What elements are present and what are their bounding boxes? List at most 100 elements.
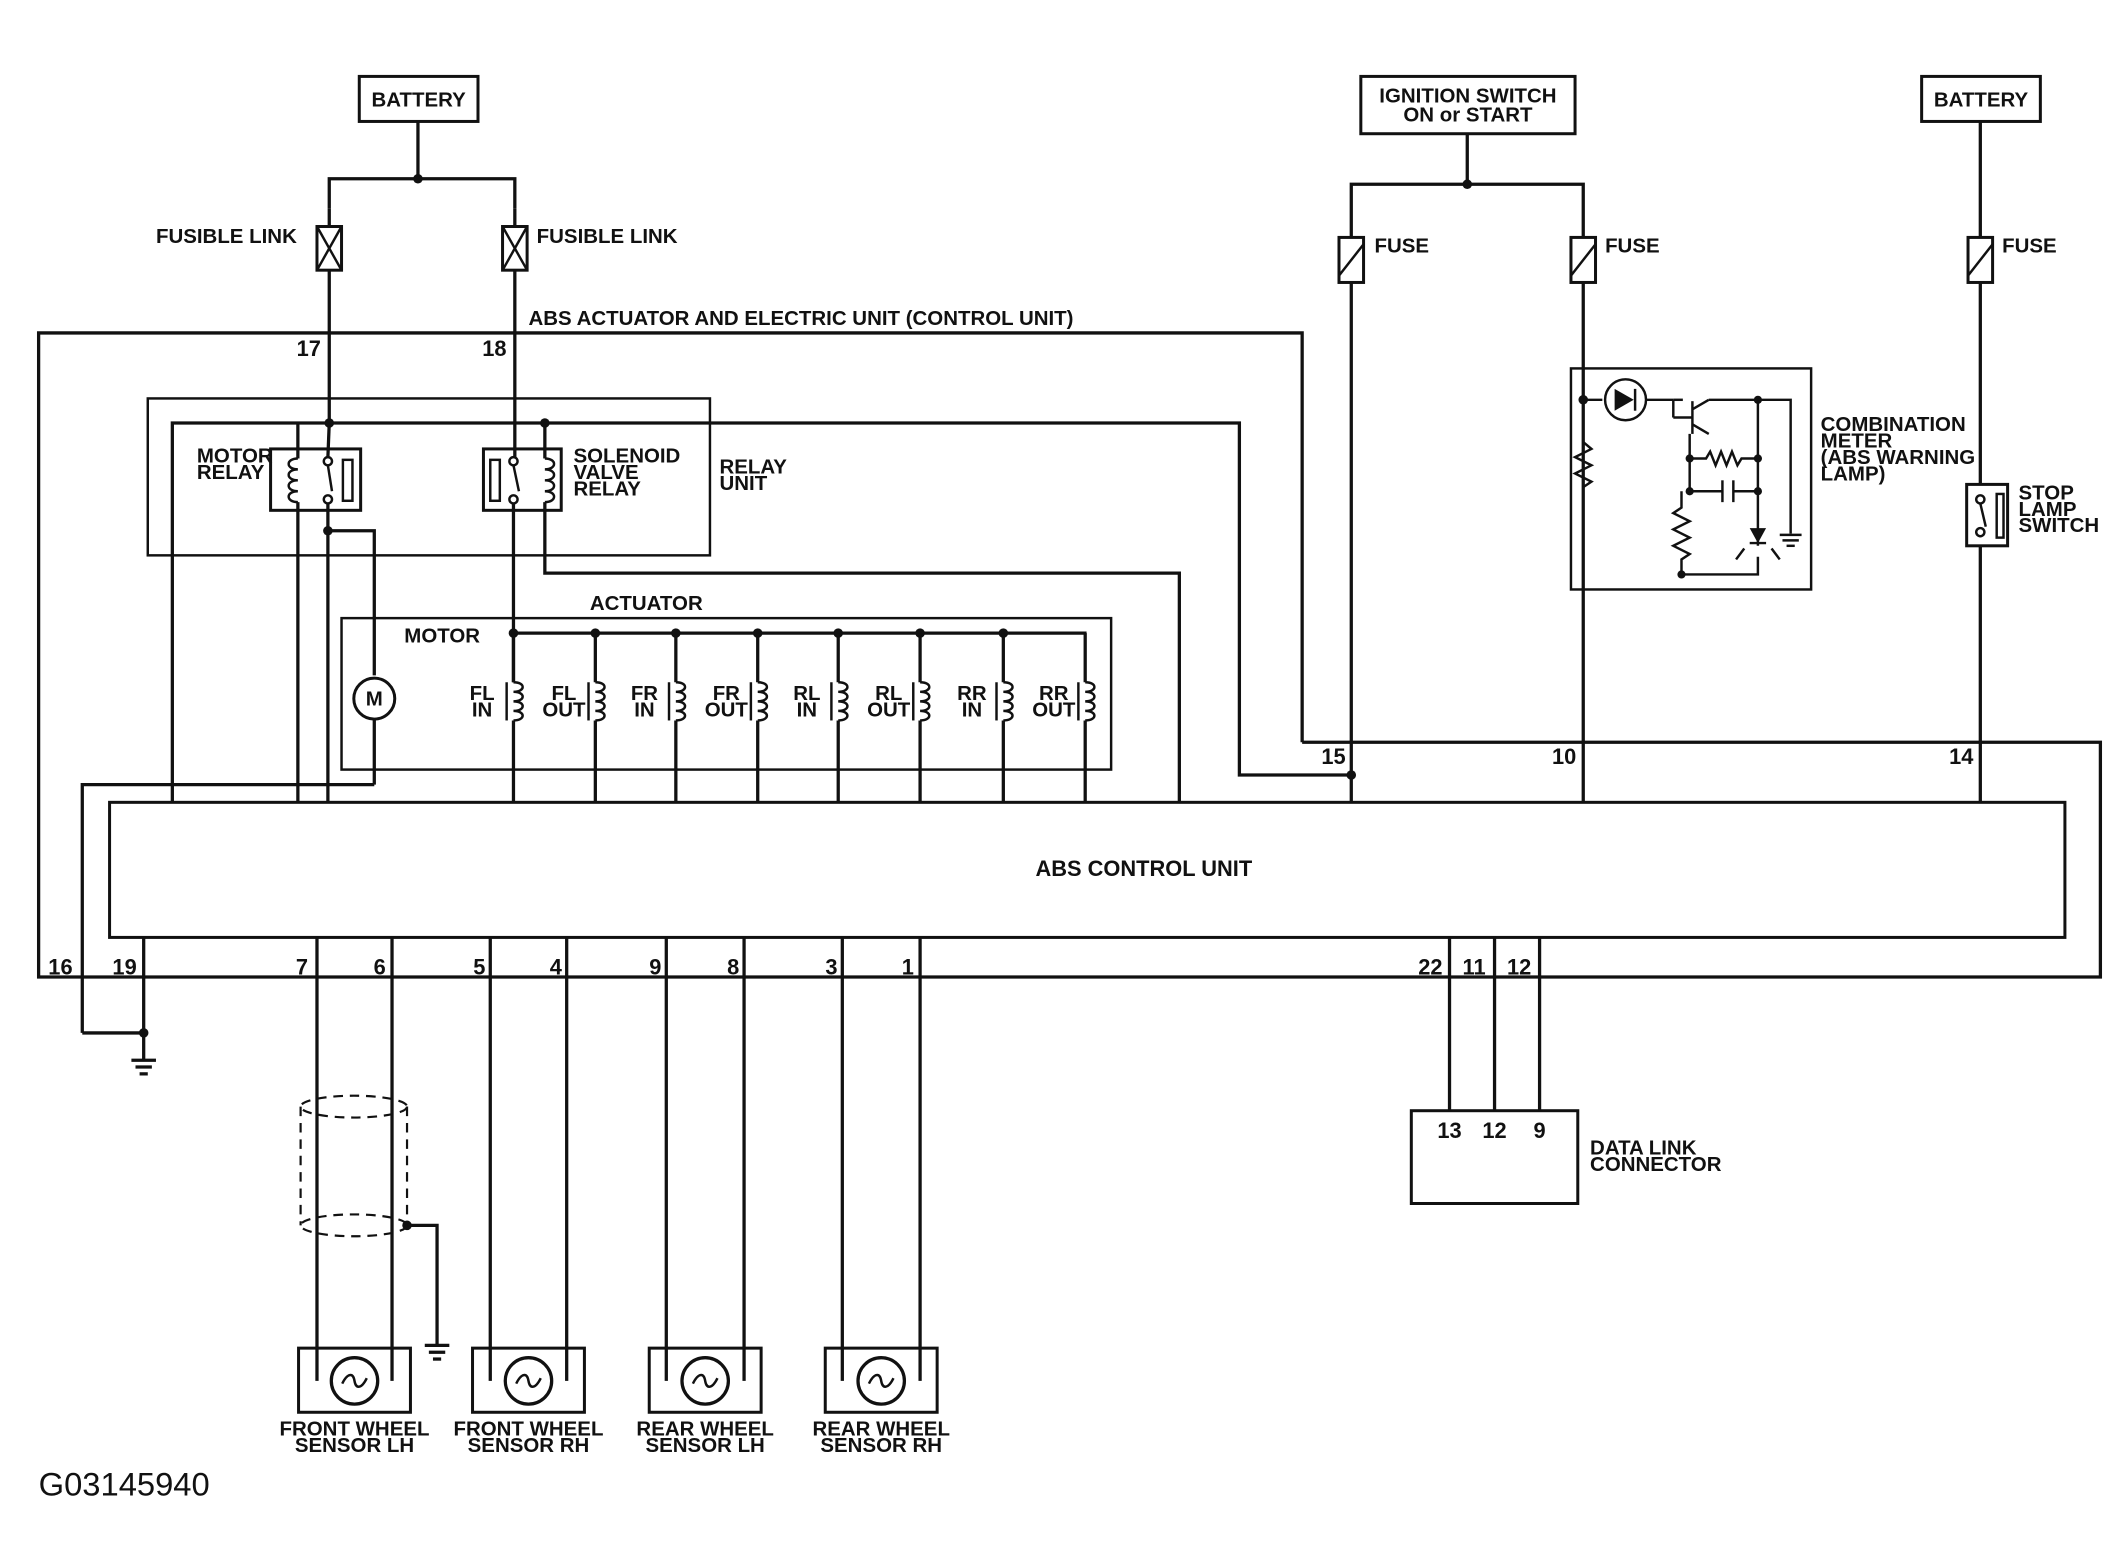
pin-10: 10 xyxy=(1552,744,1576,769)
abs-unit-outline: ABS ACTUATOR AND ELECTRIC UNIT (CONTROL … xyxy=(36,307,2103,979)
svg-text:CONNECTOR: CONNECTOR xyxy=(1590,1153,1722,1176)
bottom-pin-labels: 16 19 7 6 5 4 9 8 3 1 22 11 12 xyxy=(48,954,1531,979)
svg-text:SOLENOID: SOLENOID xyxy=(574,445,681,468)
sensor-label-2: SENSOR RH xyxy=(468,1434,590,1457)
abs-control-unit: ABS CONTROL UNIT xyxy=(108,800,2067,939)
valve-label-2: IN xyxy=(797,698,817,721)
ignition-feed xyxy=(1349,133,1585,238)
motor-relay: MOTOR RELAY xyxy=(197,445,363,512)
svg-text:FUSIBLE LINK: FUSIBLE LINK xyxy=(156,225,297,248)
battery-right: BATTERY xyxy=(1920,74,2042,123)
svg-text:SWITCH: SWITCH xyxy=(2019,514,2100,537)
pin-17: 17 xyxy=(297,336,321,361)
svg-text:BATTERY: BATTERY xyxy=(371,88,466,111)
valve-label-2: IN xyxy=(634,698,654,721)
valve-label-2: IN xyxy=(472,698,492,721)
data-link-connector: 13 12 9 DATA LINK CONNECTOR xyxy=(1409,937,1722,1205)
svg-text:RELAY: RELAY xyxy=(197,461,265,484)
svg-text:11: 11 xyxy=(1463,954,1486,979)
sensor-label-2: SENSOR LH xyxy=(646,1434,765,1457)
svg-text:IGNITION SWITCH: IGNITION SWITCH xyxy=(1379,84,1556,107)
sensor-label-1: FRONT WHEEL xyxy=(280,1417,430,1440)
valve-label-1: FL xyxy=(551,682,576,705)
valve-label-1: RR xyxy=(957,682,987,705)
svg-text:MOTOR: MOTOR xyxy=(404,625,480,648)
svg-text:MOTOR: MOTOR xyxy=(197,445,273,468)
svg-text:METER: METER xyxy=(1821,430,1893,453)
svg-text:13: 13 xyxy=(1437,1118,1461,1143)
svg-text:16: 16 xyxy=(48,954,72,979)
solenoid-valve-relay: SOLENOID VALVE RELAY xyxy=(481,445,681,512)
svg-text:FUSE: FUSE xyxy=(1374,234,1429,257)
svg-text:RELAY: RELAY xyxy=(574,477,642,500)
svg-text:(ABS WARNING: (ABS WARNING xyxy=(1821,446,1976,469)
valve-label-2: OUT xyxy=(542,698,586,721)
svg-text:12: 12 xyxy=(1507,954,1531,979)
svg-text:COMBINATION: COMBINATION xyxy=(1821,413,1966,436)
valve-label-2: IN xyxy=(962,698,982,721)
svg-text:5: 5 xyxy=(473,954,485,979)
svg-text:19: 19 xyxy=(112,954,136,979)
svg-text:FUSE: FUSE xyxy=(1605,234,1660,257)
combination-meter: COMBINATION METER (ABS WARNING LAMP) xyxy=(1569,367,1976,591)
pin-14: 14 xyxy=(1949,744,1974,769)
svg-text:LAMP): LAMP) xyxy=(1821,462,1886,485)
valve-label-1: FR xyxy=(631,682,658,705)
svg-text:4: 4 xyxy=(550,954,563,979)
svg-text:ABS CONTROL UNIT: ABS CONTROL UNIT xyxy=(1036,856,1253,881)
svg-text:ABS ACTUATOR AND ELECTRIC UNIT: ABS ACTUATOR AND ELECTRIC UNIT (CONTROL … xyxy=(528,307,1073,330)
sensor-label-1: REAR WHEEL xyxy=(812,1417,950,1440)
figure-id: G03145940 xyxy=(39,1466,210,1503)
svg-text:ACTUATOR: ACTUATOR xyxy=(590,592,703,615)
relay-unit: RELAY UNIT xyxy=(146,397,1357,803)
svg-text:3: 3 xyxy=(825,954,837,979)
valve-label-2: OUT xyxy=(705,698,749,721)
pump-motor: M xyxy=(80,676,397,1033)
svg-text:22: 22 xyxy=(1418,954,1442,979)
svg-text:9: 9 xyxy=(649,954,661,979)
battery-left: BATTERY xyxy=(357,74,480,123)
svg-text:8: 8 xyxy=(727,954,739,979)
pin-15: 15 xyxy=(1321,744,1345,769)
svg-text:FUSE: FUSE xyxy=(2002,234,2057,257)
svg-text:LAMP: LAMP xyxy=(2019,498,2077,521)
svg-text:6: 6 xyxy=(374,954,386,979)
svg-text:M: M xyxy=(366,687,383,710)
svg-text:ON or START: ON or START xyxy=(1403,103,1533,126)
fuse-1: FUSE xyxy=(1337,234,1429,284)
valve-label-2: OUT xyxy=(867,698,911,721)
svg-text:BATTERY: BATTERY xyxy=(1934,88,2029,111)
ground-19 xyxy=(82,937,156,1076)
control-unit-feeds xyxy=(1349,282,1982,803)
fusible-link-right: FUSIBLE LINK xyxy=(501,208,678,272)
valve-label-1: RL xyxy=(793,682,820,705)
svg-text:1: 1 xyxy=(902,954,914,979)
sensor-label-2: SENSOR RH xyxy=(820,1434,942,1457)
fuse-3: FUSE xyxy=(1966,121,2057,284)
sensor-label-1: FRONT WHEEL xyxy=(453,1417,603,1440)
battery-left-feed xyxy=(327,121,517,209)
valve-label-1: FL xyxy=(470,682,495,705)
sensor-label-1: REAR WHEEL xyxy=(636,1417,774,1440)
pin-18: 18 xyxy=(482,336,506,361)
valve-label-1: RL xyxy=(875,682,902,705)
svg-text:FUSIBLE LINK: FUSIBLE LINK xyxy=(537,225,678,248)
svg-text:VALVE: VALVE xyxy=(574,461,639,484)
valve-label-2: OUT xyxy=(1032,698,1076,721)
svg-text:12: 12 xyxy=(1482,1118,1506,1143)
